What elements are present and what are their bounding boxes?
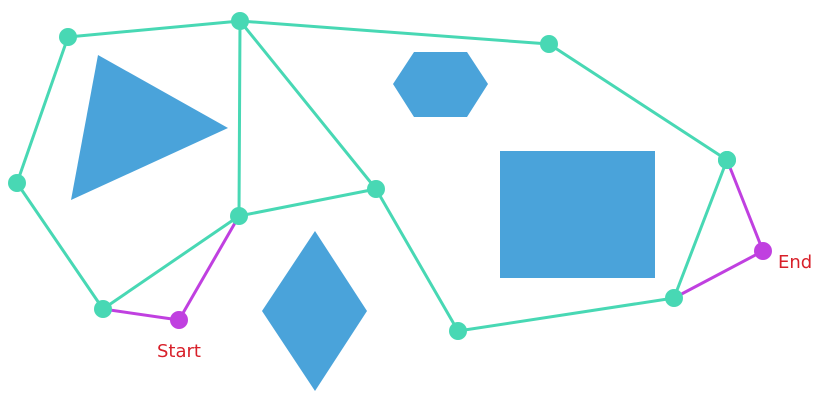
graph-edge-n10-n11 bbox=[672, 158, 729, 300]
graph-node-n6 bbox=[367, 180, 385, 198]
graph-node-n11 bbox=[718, 151, 736, 169]
end-label: End bbox=[778, 252, 812, 273]
graph-edge-n2-n7 bbox=[238, 19, 551, 46]
graph-edges-group bbox=[15, 19, 729, 333]
obstacle-diamond bbox=[262, 231, 367, 391]
nodes-group bbox=[8, 12, 772, 340]
graph-edge-n1-n3 bbox=[15, 35, 70, 185]
path-edges-group bbox=[101, 158, 765, 322]
graph-edge-n8-n10 bbox=[456, 296, 676, 333]
graph-node-n10 bbox=[665, 289, 683, 307]
graph-node-n1 bbox=[59, 28, 77, 46]
start-label: Start bbox=[157, 341, 201, 362]
start-node bbox=[170, 311, 188, 329]
obstacles-group bbox=[71, 52, 655, 391]
graph-edge-n5-n6 bbox=[237, 187, 378, 218]
labels-group: Start End bbox=[157, 252, 812, 362]
graph-node-n5 bbox=[230, 207, 248, 225]
graph-node-n4 bbox=[94, 300, 112, 318]
graph-edge-n6-n8 bbox=[374, 187, 460, 333]
graph-edge-n1-n2 bbox=[66, 19, 242, 39]
path-edge-n4-start bbox=[101, 307, 181, 322]
graph-node-n2 bbox=[231, 12, 249, 30]
path-edge-end-n11 bbox=[725, 158, 765, 253]
graph-node-n7 bbox=[540, 35, 558, 53]
graph-node-n8 bbox=[449, 322, 467, 340]
end-node bbox=[754, 242, 772, 260]
obstacle-triangle bbox=[71, 55, 228, 200]
path-edge-start-n5 bbox=[177, 214, 241, 322]
graph-edge-n3-n4 bbox=[15, 181, 105, 311]
graph-edge-n7-n11 bbox=[547, 42, 729, 162]
graph-edge-n4-n5 bbox=[101, 214, 241, 311]
obstacle-hexagon bbox=[393, 52, 488, 117]
graph-edge-n2-n5 bbox=[237, 19, 242, 218]
path-edge-n10-end bbox=[672, 249, 765, 300]
graph-edge-n2-n6 bbox=[238, 19, 378, 191]
obstacle-rectangle bbox=[500, 151, 655, 278]
graph-node-n3 bbox=[8, 174, 26, 192]
